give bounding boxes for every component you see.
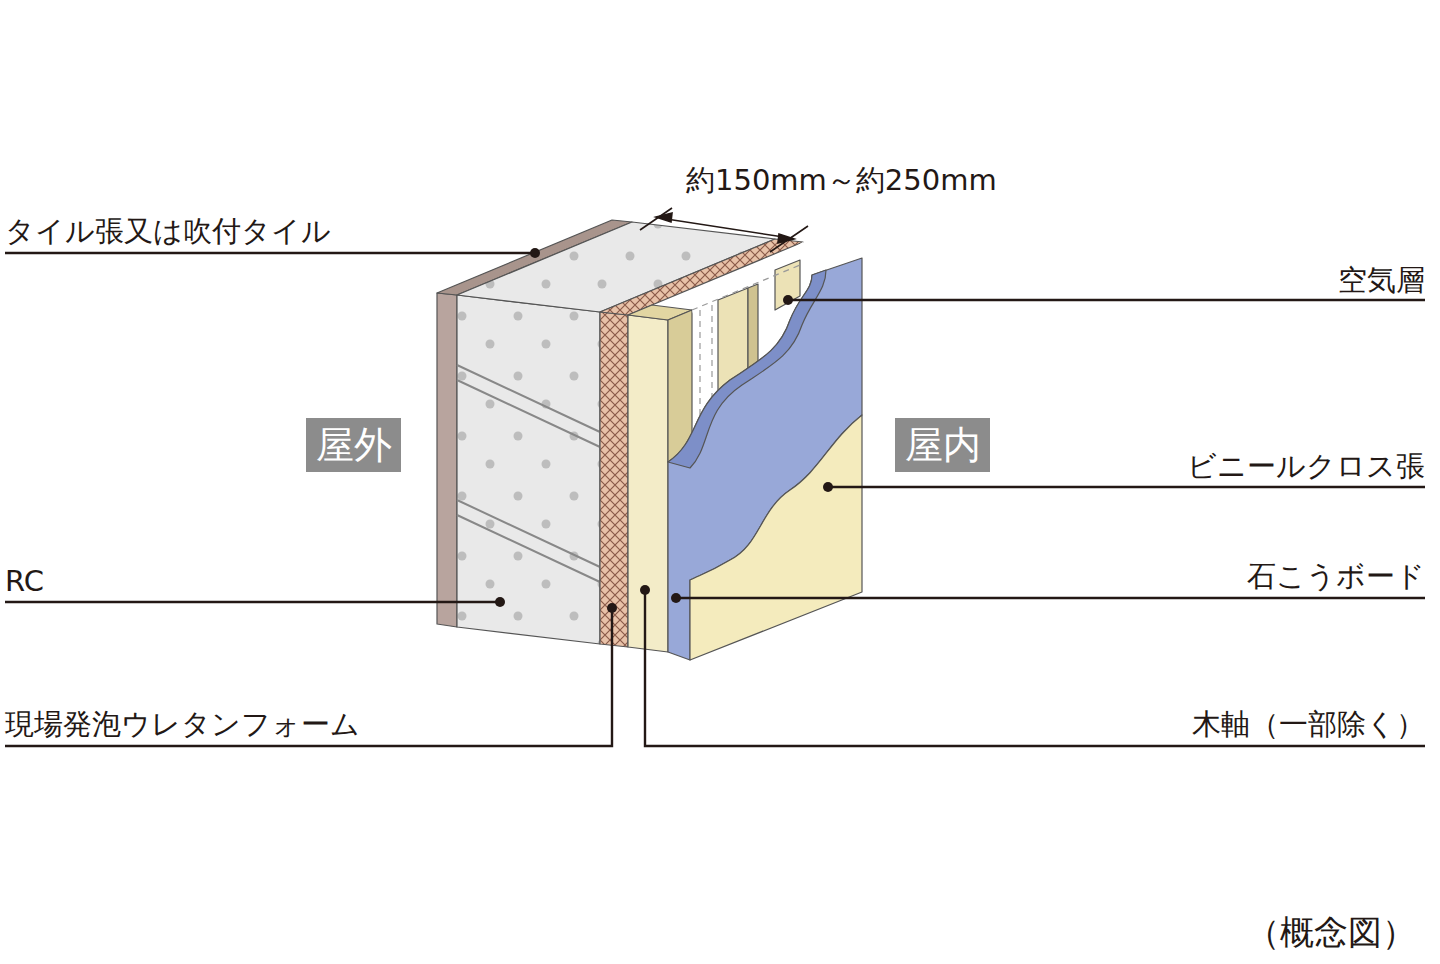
part-label: ビニールクロス張 [1187,448,1425,484]
area-name: 屋外 [316,423,392,467]
area-name: 屋内 [905,423,981,467]
area-tag: 屋内 [895,418,990,472]
part-label: RC [5,563,44,599]
part-label: 石こうボード [1247,558,1425,594]
dimension-label: 約150mm～約250mm [686,162,997,198]
part-label: 木軸（一部除く） [1192,706,1425,742]
part-label: 現場発泡ウレタンフォーム [5,706,360,742]
part-label: 空気層 [1338,262,1425,298]
area-tag: 屋外 [306,418,401,472]
caption: （概念図） [1246,914,1416,950]
part-label: タイル張又は吹付タイル [5,213,331,249]
